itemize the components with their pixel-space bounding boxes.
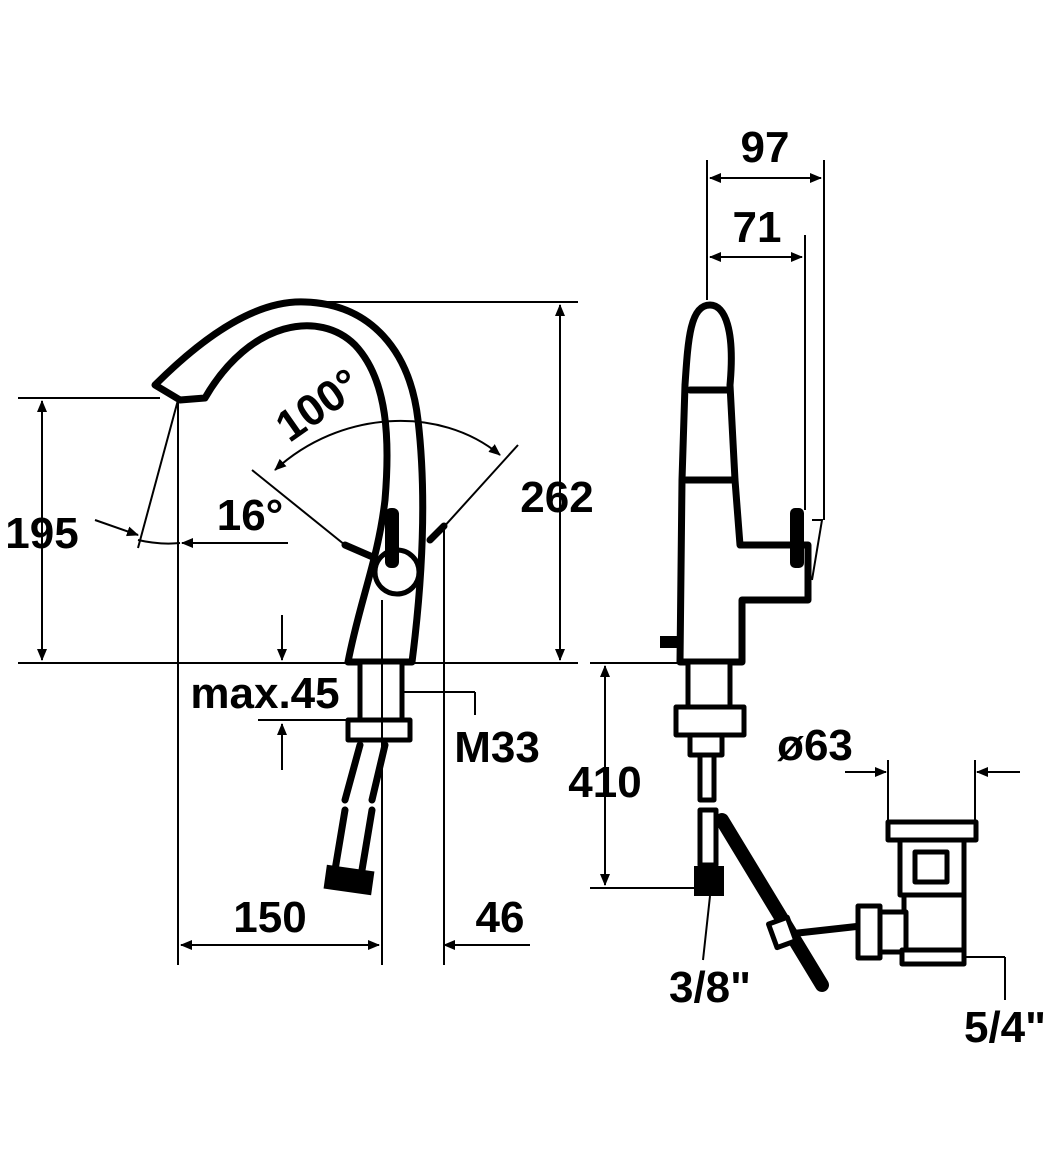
label-hose-length: 410 (568, 758, 641, 807)
label-handle-offset: 46 (476, 893, 525, 942)
label-height-spout: 195 (5, 509, 78, 558)
label-width-total: 97 (741, 123, 790, 172)
label-angle-handle: 100° (267, 359, 370, 451)
label-drain-connection: 5/4" (964, 1003, 1046, 1052)
faucet-side-view (660, 301, 979, 992)
label-width-handle: 71 (733, 203, 782, 252)
label-max-thickness: max.45 (190, 669, 339, 718)
label-thread: M33 (454, 723, 540, 772)
label-angle-tilt: 16° (217, 491, 284, 540)
dimension-lines (18, 160, 1020, 1000)
label-height-total: 262 (520, 473, 593, 522)
label-hose-connection: 3/8" (669, 963, 751, 1012)
label-drain-diameter: ø63 (777, 721, 853, 770)
label-spout-reach: 150 (233, 893, 306, 942)
